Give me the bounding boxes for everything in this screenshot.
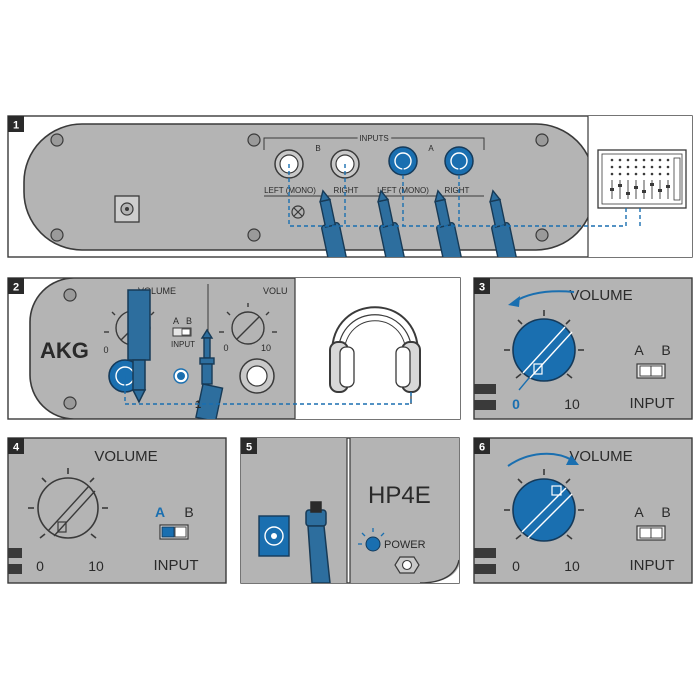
input-a-right-label: RIGHT <box>445 186 470 195</box>
switch-b-label: B <box>661 342 670 358</box>
panel-6: VOLUME 0 10 A B <box>473 437 693 584</box>
switch-a-label: A <box>155 504 165 520</box>
screw-icon <box>50 133 549 242</box>
step-number: 6 <box>479 442 485 454</box>
input-b-right-label: RIGHT <box>334 186 359 195</box>
panel-3: VOLUME 0 10 A <box>473 277 693 420</box>
headphone-plug-icon <box>127 289 151 404</box>
step-number: 1 <box>13 120 19 132</box>
step-number: 5 <box>246 442 252 454</box>
volume-label: VOLUME <box>569 287 632 304</box>
input-label: INPUT <box>630 395 675 412</box>
power-socket-icon <box>258 515 290 557</box>
group-b-label: B <box>315 144 320 153</box>
ground-screw-icon <box>291 205 305 219</box>
volume-knob <box>28 468 108 539</box>
volume-knob <box>504 469 584 542</box>
step-number: 2 <box>13 282 19 294</box>
group-a-label: A <box>428 144 434 153</box>
partial-logo-graphic <box>8 548 22 574</box>
power-label: POWER <box>384 539 426 551</box>
connection-dashed-line <box>124 376 412 405</box>
power-supply-side-panel <box>241 438 347 583</box>
input-switch <box>159 524 189 540</box>
scale-min-label: 0 <box>512 396 520 412</box>
partial-logo-graphic <box>474 384 496 410</box>
volume-knob <box>504 310 584 391</box>
input-label: INPUT <box>630 557 675 574</box>
switch-a-label: A <box>173 316 179 326</box>
input-a-right-jack <box>444 146 474 176</box>
volume-knob-ch2 <box>219 303 277 345</box>
scale-max-label: 10 <box>88 558 104 574</box>
model-label: HP4E <box>368 482 431 509</box>
input-b-left-label: LEFT (MONO) <box>264 186 316 195</box>
scale-min-label-ch2: 0 <box>223 343 228 353</box>
volume-label: VOLUME <box>569 448 632 465</box>
step-number: 3 <box>479 282 485 294</box>
rotate-right-arrow-icon <box>507 452 573 467</box>
scale-max-label: 10 <box>564 396 580 412</box>
switch-b-label: B <box>186 316 192 326</box>
input-label: INPUT <box>171 340 195 349</box>
headphone-output-jack-ch2 <box>239 358 275 394</box>
input-switch <box>636 363 666 379</box>
scale-max-label: 10 <box>564 558 580 574</box>
panel-4: VOLUME 0 10 A B <box>7 437 227 584</box>
volume-label-ch2: VOLU <box>263 286 288 296</box>
power-socket-icon <box>114 195 140 223</box>
power-switch-icon <box>394 556 420 574</box>
volume-label: VOLUME <box>138 286 176 296</box>
panel-2: AKG VOLUME 0 A B INPUT <box>7 277 461 420</box>
switch-a-label: A <box>634 504 644 520</box>
scale-max-label-ch2: 10 <box>261 343 271 353</box>
switch-b-label: B <box>184 504 193 520</box>
mixer-icon <box>597 149 687 209</box>
volume-label: VOLUME <box>94 448 157 465</box>
channel-number-label: 1 <box>195 399 201 411</box>
panel-1: INPUTS B A LEFT (MONO) RIGHT <box>7 115 693 258</box>
power-led-icon <box>358 528 385 552</box>
input-label: INPUT <box>154 557 199 574</box>
scale-min-label: 0 <box>512 558 520 574</box>
input-switch <box>636 525 666 541</box>
headphones-icon <box>329 306 421 404</box>
led-indicator-icon <box>173 368 189 384</box>
switch-b-label: B <box>661 504 670 520</box>
switch-a-label: A <box>634 342 644 358</box>
connection-dashed-line <box>288 161 641 227</box>
power-plug-icon <box>305 501 331 583</box>
mini-plug-icon <box>195 328 224 419</box>
inputs-label: INPUTS <box>359 134 388 143</box>
scale-min-label: 0 <box>36 558 44 574</box>
panel-5: HP4E POWER 5 <box>240 437 460 584</box>
scale-min-label: 0 <box>103 345 108 355</box>
step-number: 4 <box>13 442 20 454</box>
brand-logo: AKG <box>40 338 89 363</box>
partial-logo-graphic <box>474 548 496 574</box>
